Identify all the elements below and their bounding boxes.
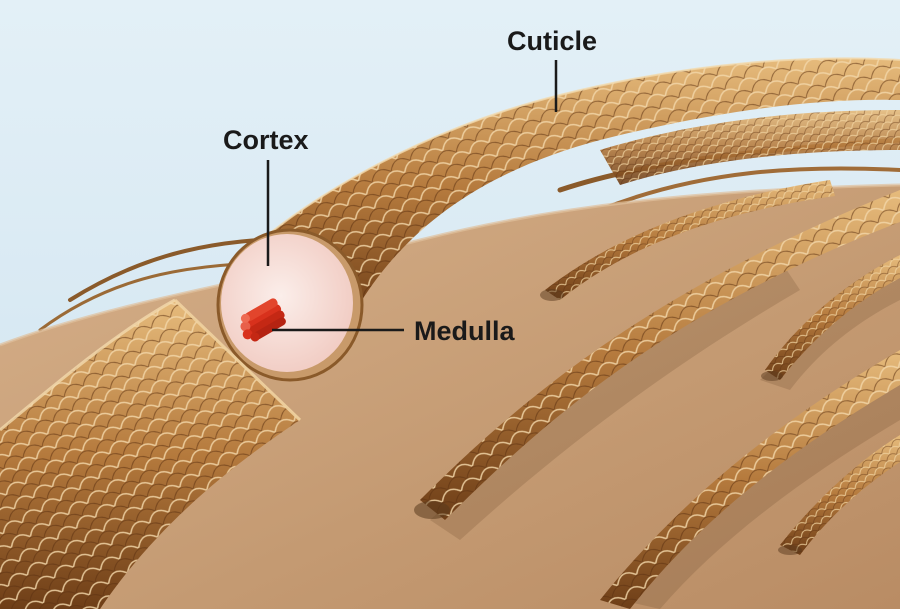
foreground-hair [0, 298, 302, 609]
medulla-label: Medulla [414, 316, 515, 346]
emerging-hairs [414, 180, 900, 609]
hair-cross-section [216, 228, 364, 382]
medulla-core [240, 298, 286, 342]
leader-lines [266, 60, 558, 332]
cortex-layer [221, 234, 353, 372]
cortex-label: Cortex [223, 125, 309, 155]
cuticle-label: Cuticle [507, 26, 598, 56]
